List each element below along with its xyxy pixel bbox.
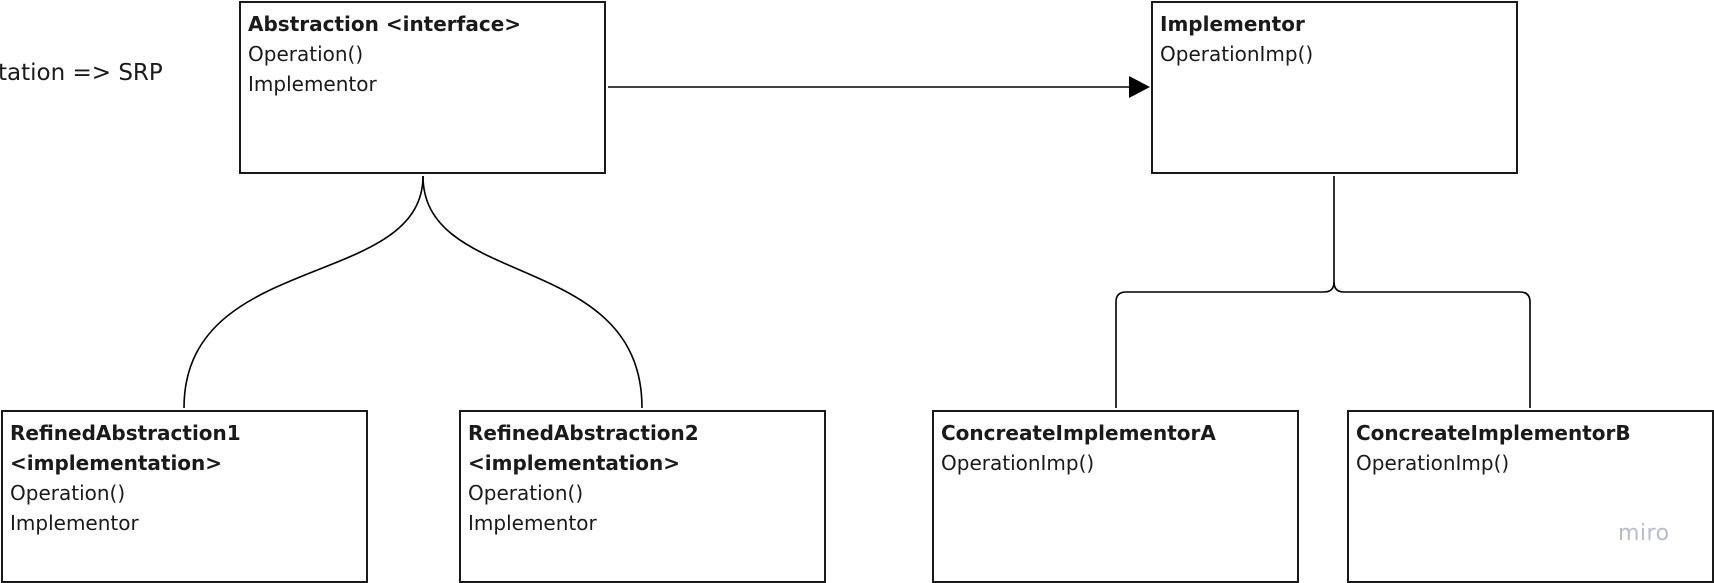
refined2-title: RefinedAbstraction2 — [468, 421, 699, 445]
implementor-method: OperationImp() — [1160, 42, 1314, 66]
refined2-field: Implementor — [468, 511, 597, 535]
connector-abstraction-to-refined1[interactable] — [183, 175, 424, 409]
concrete-implementor-b-class-box[interactable]: ConcreateImplementorB OperationImp() — [1347, 410, 1714, 583]
association-arrowhead — [1129, 76, 1150, 98]
connector-implementor-stem[interactable] — [1115, 176, 1335, 408]
refined-abstraction1-class-box[interactable]: RefinedAbstraction1 <implementation> Ope… — [1, 410, 368, 583]
concrete-a-title: ConcreateImplementorA — [941, 421, 1216, 445]
abstraction-method: Operation() — [248, 42, 364, 66]
refined-abstraction2-class-box[interactable]: RefinedAbstraction2 <implementation> Ope… — [459, 410, 826, 583]
abstraction-title: Abstraction <interface> — [248, 12, 522, 36]
refined2-stereotype: <implementation> — [468, 451, 681, 475]
implementor-class-box[interactable]: Implementor OperationImp() — [1151, 1, 1518, 174]
connector-implementor-branch-b[interactable] — [1333, 281, 1531, 408]
refined1-stereotype: <implementation> — [10, 451, 223, 475]
refined1-field: Implementor — [10, 511, 139, 535]
concrete-implementor-a-class-box[interactable]: ConcreateImplementorA OperationImp() — [932, 410, 1299, 583]
concrete-b-title: ConcreateImplementorB — [1356, 421, 1631, 445]
partial-note-text: tation => SRP — [0, 60, 163, 86]
abstraction-class-box[interactable]: Abstraction <interface> Operation() Impl… — [239, 1, 606, 174]
abstraction-field: Implementor — [248, 72, 377, 96]
connector-abstraction-to-refined2[interactable] — [422, 175, 643, 409]
refined2-method: Operation() — [468, 481, 584, 505]
concrete-b-method: OperationImp() — [1356, 451, 1510, 475]
miro-watermark-logo: miro — [1618, 521, 1670, 546]
refined1-title: RefinedAbstraction1 — [10, 421, 241, 445]
concrete-a-method: OperationImp() — [941, 451, 1095, 475]
refined1-method: Operation() — [10, 481, 126, 505]
implementor-title: Implementor — [1160, 12, 1305, 36]
